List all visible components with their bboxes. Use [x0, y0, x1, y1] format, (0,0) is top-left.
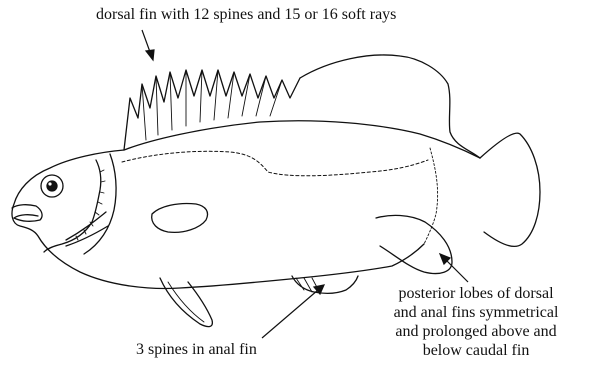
anal-fin: [292, 276, 358, 293]
anal-spines-annotation: 3 spines in anal fin: [136, 340, 257, 359]
lateral-line: [122, 151, 428, 175]
posterior-lobes-line-1: posterior lobes of dorsal: [356, 284, 595, 303]
gill-cover: [44, 160, 101, 252]
eye-inner: [47, 181, 57, 191]
dorsal-soft-lobe: [300, 55, 480, 158]
dorsal-spines: [124, 70, 300, 150]
body-outline: [12, 150, 424, 288]
posterior-lobes-line-2: and anal fins symmetrical: [356, 303, 595, 322]
posterior-lobes-line-3: and prolonged above and: [356, 322, 595, 341]
caudal-fin: [480, 133, 540, 246]
pectoral-fin: [152, 203, 208, 232]
dorsal-fin-annotation: dorsal fin with 12 spines and 15 or 16 s…: [96, 5, 396, 24]
mouth: [12, 205, 42, 222]
pelvic-fin: [160, 278, 212, 327]
posterior-lobes-line-4: below caudal fin: [356, 341, 595, 360]
operculum: [84, 154, 116, 254]
posterior-lobes-annotation: posterior lobes of dorsal and anal fins …: [356, 284, 595, 360]
anal-posterior-lobe: [376, 215, 452, 273]
